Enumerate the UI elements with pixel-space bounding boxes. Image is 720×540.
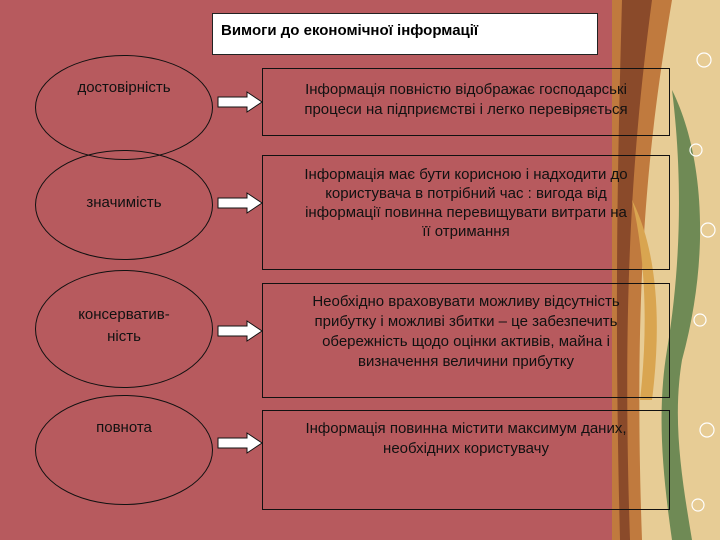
requirement-description-box: Інформація повністю відображає господарс… <box>262 68 670 136</box>
description-line: необхідних користувачу <box>383 440 549 457</box>
page-title: Вимоги до економічної інформації <box>221 22 479 39</box>
description-line: Інформація має бути корисною і надходити… <box>304 166 628 183</box>
description-line: інформації повинна перевищувати витрати … <box>305 204 627 221</box>
description-line: прибутку і можливі збитки – це забезпечи… <box>314 313 618 330</box>
requirement-oval-conservatism: консерватив- ність <box>35 270 213 388</box>
requirement-label: повнота <box>96 419 152 436</box>
requirement-oval-reliability: достовірність <box>35 55 213 160</box>
title-box: Вимоги до економічної інформації <box>212 13 598 55</box>
arrow-right-icon <box>217 320 263 342</box>
description-line: процеси на підприємстві і легко перевіря… <box>304 101 628 118</box>
description-line: визначення величини прибутку <box>357 353 575 370</box>
description-line: Інформація повинна містити максимум дани… <box>305 420 627 437</box>
description-line: Інформація повністю відображає господарс… <box>305 81 627 98</box>
description-line: її отримання <box>422 223 510 240</box>
requirement-description-box: Необхідно враховувати можливу відсутніст… <box>262 283 670 398</box>
arrow-right-icon <box>217 432 263 454</box>
requirement-label: значимість <box>86 194 162 211</box>
arrow-right-icon <box>217 91 263 113</box>
requirement-description-box: Інформація має бути корисною і надходити… <box>262 155 670 270</box>
description-line: обережність щодо оцінки активів, майна і <box>322 333 610 350</box>
requirement-oval-significance: значимість <box>35 150 213 260</box>
requirement-label: достовірність <box>77 79 171 96</box>
requirement-label: ність <box>107 328 141 345</box>
requirement-description-box: Інформація повинна містити максимум дани… <box>262 410 670 510</box>
requirement-oval-completeness: повнота <box>35 395 213 505</box>
description-line: користувача в потрібний час : вигода від <box>325 185 607 202</box>
description-line: Необхідно враховувати можливу відсутніст… <box>312 293 620 310</box>
requirement-label: консерватив- <box>78 306 170 323</box>
arrow-right-icon <box>217 192 263 214</box>
